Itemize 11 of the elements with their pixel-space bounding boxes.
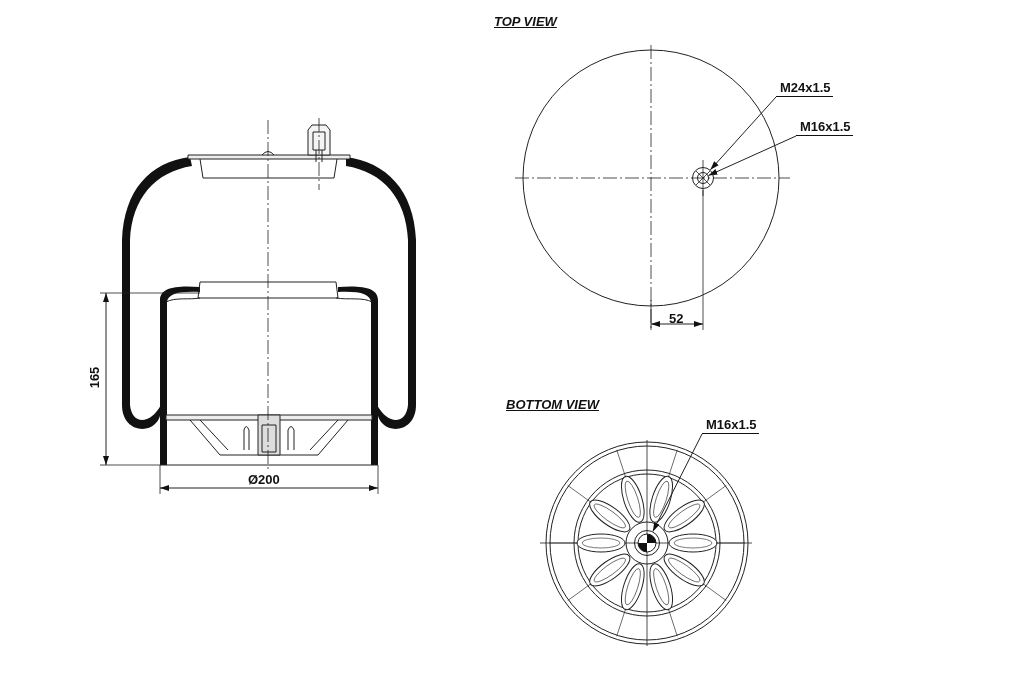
dimension-value: 52: [669, 311, 684, 326]
leader-line: [709, 96, 777, 171]
view-title: TOP VIEW: [494, 14, 557, 29]
thread-callout: M16x1.5: [702, 417, 759, 434]
thread-callout: M16x1.5: [796, 119, 853, 136]
dimension-value: 165: [87, 366, 103, 389]
thread-callout: M24x1.5: [776, 80, 833, 97]
dimension-value: Ø200: [248, 472, 280, 487]
view-title: BOTTOM VIEW: [506, 397, 599, 412]
leader-line: [707, 135, 797, 177]
leader-line: [652, 433, 703, 532]
